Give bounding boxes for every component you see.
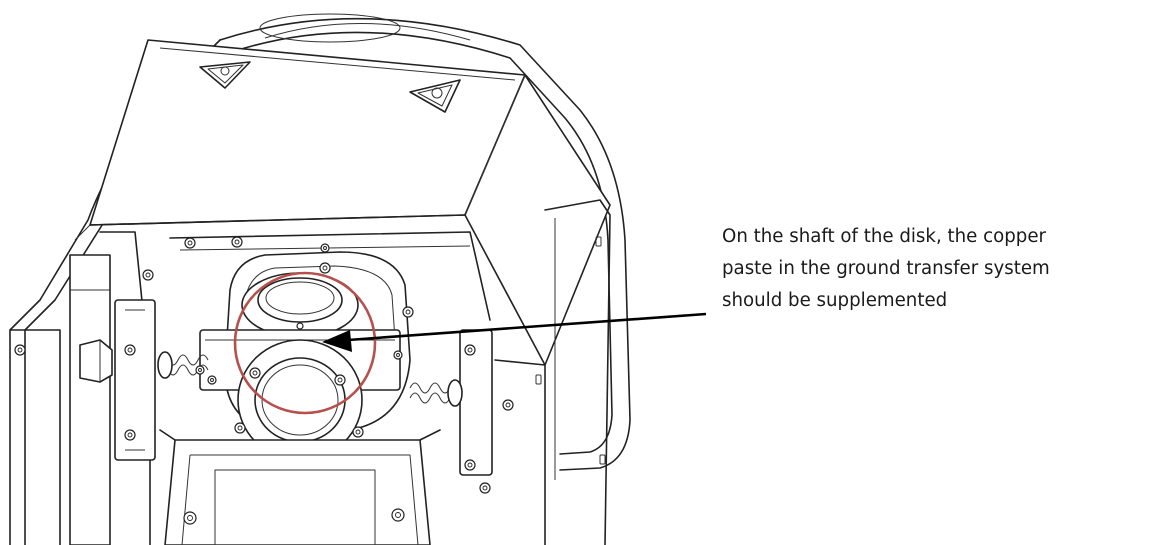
callout-line: should be supplemented: [722, 290, 948, 311]
callout-arrow: [322, 312, 707, 352]
warning-triangle-icon: [199, 61, 251, 89]
callout-line: paste in the ground transfer system: [722, 258, 1050, 279]
hex-nut: [79, 339, 113, 383]
callout-line: On the shaft of the disk, the copper: [722, 226, 1047, 247]
spring-right: [409, 379, 463, 407]
side-slots: [535, 236, 606, 465]
spring-left: [157, 351, 209, 379]
bolts: [14, 236, 514, 525]
top-cover: [74, 39, 611, 366]
warning-triangle-icon: [409, 79, 461, 113]
chassis: [9, 199, 611, 545]
callout-text: On the shaft of the disk, the copper pas…: [722, 221, 1162, 317]
motor-plate: [159, 251, 441, 545]
highlight-circle: [233, 271, 377, 415]
